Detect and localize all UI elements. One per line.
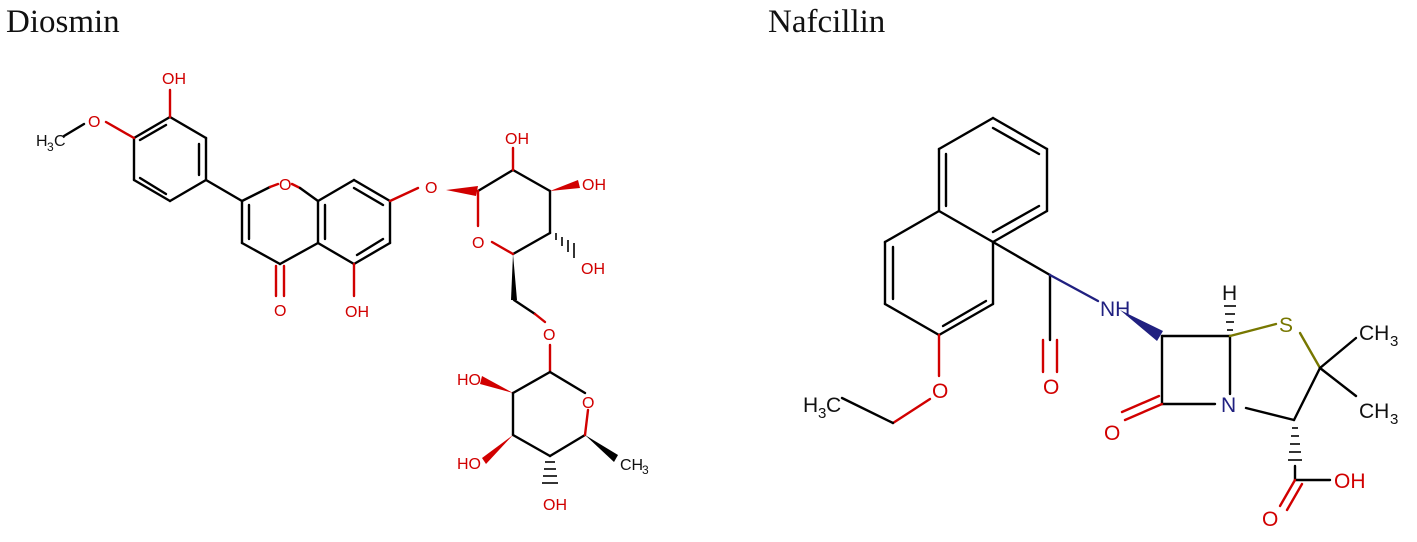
glucose-oh-lower: OH	[581, 261, 605, 278]
rhamnose-methyl: CH	[620, 457, 643, 474]
rhamnose-oh-bottom: OH	[543, 497, 567, 514]
nafcillin-acid-o: O	[1262, 508, 1278, 531]
nafcillin-n-label: N	[1221, 394, 1236, 417]
diosmin-methoxy-o: O	[88, 114, 100, 131]
diosmin-ring-a	[316, 178, 392, 266]
rhamnose-ho-2: HO	[457, 456, 481, 473]
nafcillin-beta-lactam	[1160, 334, 1232, 406]
rhamnose-methyl-sub: 3	[642, 463, 649, 477]
diosmin-glucose-ring	[446, 168, 552, 256]
diosmin-methyl-h: H	[36, 133, 48, 150]
diosmin-oh5-label: OH	[345, 304, 369, 321]
nafcillin-ether-o: O	[932, 380, 948, 403]
diosmin-structure: OH H 3 C O O O OH O OH OH O OH O O HO HO…	[36, 71, 649, 514]
diosmin-title: Diosmin	[6, 4, 120, 40]
glucose-oh-top: OH	[505, 131, 529, 148]
glucose-oh-right: OH	[582, 177, 606, 194]
nafcillin-methyl-2-sub: 3	[1390, 411, 1398, 428]
nafcillin-acid-oh: OH	[1334, 470, 1366, 493]
diosmin-link-o: O	[543, 327, 555, 344]
nafcillin-h-label: H	[1222, 282, 1237, 305]
diosmin-rhamnose-ring	[511, 343, 590, 458]
nafcillin-methyl-2: CH	[1359, 400, 1389, 423]
glucose-ring-o: O	[472, 235, 484, 252]
nafcillin-structure: NH H S CH 3 CH 3 O O H 3 C O N O OH	[803, 116, 1398, 531]
nafcillin-naphthalene	[883, 116, 1049, 337]
nafcillin-methyl-1: CH	[1359, 322, 1389, 345]
nafcillin-sulfur: S	[1279, 314, 1293, 337]
diosmin-ring-o: O	[279, 177, 291, 194]
nafcillin-ethyl-sub: 3	[818, 405, 826, 422]
nafcillin-methyl-1-sub: 3	[1390, 333, 1398, 350]
diosmin-oh-label: OH	[162, 71, 186, 88]
diosmin-methyl-c: C	[54, 133, 66, 150]
diosmin-ring-b	[132, 115, 208, 203]
nafcillin-thiazolidine	[1228, 322, 1322, 422]
nafcillin-ethyl-c: C	[826, 394, 841, 417]
nafcillin-ethyl-h: H	[803, 394, 818, 417]
rhamnose-ho-1: HO	[457, 372, 481, 389]
diosmin-glycoside-o: O	[425, 180, 437, 197]
nafcillin-nh-label: NH	[1100, 298, 1130, 321]
nafcillin-title: Nafcillin	[768, 4, 886, 40]
rhamnose-ring-o: O	[582, 395, 594, 412]
diosmin-methyl-sub: 3	[47, 140, 54, 154]
nafcillin-amide-o: O	[1043, 376, 1059, 399]
diosmin-keto-o: O	[274, 303, 286, 320]
diosmin-ring-c	[204, 178, 320, 266]
nafcillin-lactam-o: O	[1104, 422, 1120, 445]
